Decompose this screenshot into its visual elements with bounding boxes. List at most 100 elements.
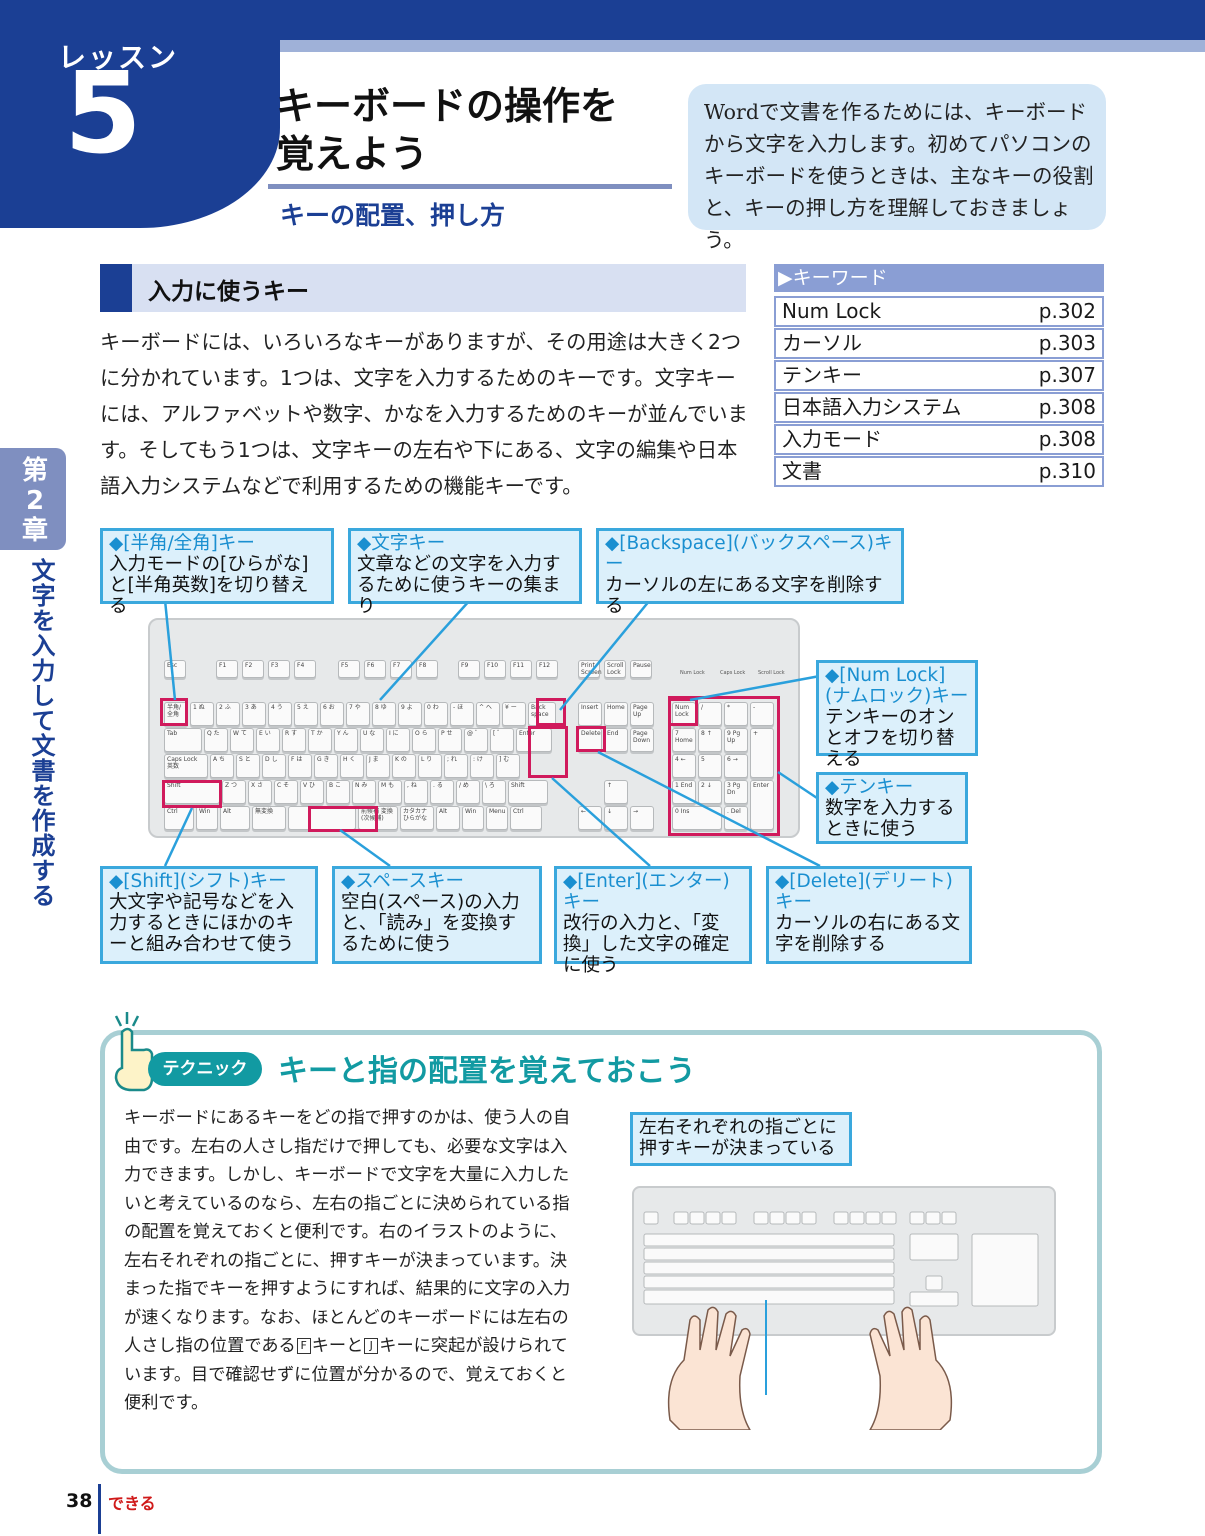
keyword-header-label: ▶キーワード <box>778 267 888 289</box>
key: Menu <box>486 806 508 830</box>
callout-enter-body: 改行の入力と、「変換」した文字の確定に使う <box>563 913 730 976</box>
highlight-backspace <box>536 698 566 726</box>
keyword-page: p.308 <box>1038 395 1096 419</box>
key: N み <box>352 780 376 804</box>
title-underline <box>268 184 672 189</box>
leader-tenkey <box>777 770 821 802</box>
technique-body-part1: キーボードにあるキーをどの指で押すのかは、使う人の自由です。左右の人さし指だけで… <box>124 1108 571 1356</box>
callout-numlock-head: ◆[Num Lock](ナムロック)キー <box>825 665 969 707</box>
callout-shift-body: 大文字や記号などを入力するときにほかのキーと組み合わせて使う <box>109 892 295 955</box>
key: F は <box>288 754 312 778</box>
key-f4: F4 <box>294 660 316 678</box>
section-heading-marker <box>100 264 132 312</box>
key: Enter <box>516 728 552 752</box>
key: Alt <box>436 806 460 830</box>
page-number: 38 <box>66 1490 93 1512</box>
key-f1: F1 <box>216 660 238 678</box>
key: Win <box>462 806 484 830</box>
key-f9: F9 <box>458 660 480 678</box>
key: Ctrl <box>164 806 194 830</box>
key: T か <box>308 728 332 752</box>
key: / <box>698 702 722 726</box>
key: 5 <box>698 754 722 778</box>
key: Shift <box>508 780 548 804</box>
key: 7 Home <box>672 728 696 752</box>
key: Alt <box>220 806 250 830</box>
callout-moji: ◆文字キー 文章などの文字を入力するために使うキーの集まり <box>348 528 582 617</box>
key: H く <box>340 754 364 778</box>
finger-illustration-label: 左右それぞれの指ごとに押すキーが決まっている <box>630 1112 852 1166</box>
highlight-shift <box>162 780 222 808</box>
leader-shift <box>163 807 194 867</box>
key: M も <box>378 780 402 804</box>
technique-badge: テクニック <box>148 1052 262 1086</box>
key: 6 お <box>320 702 344 726</box>
key: → <box>630 806 654 830</box>
key: Ctrl <box>510 806 542 830</box>
intro-box <box>688 84 1106 230</box>
key: Home <box>604 702 628 726</box>
key: 8 ↑ <box>698 728 722 752</box>
leader-space <box>339 828 391 868</box>
key: R す <box>282 728 306 752</box>
key: \ ろ <box>482 780 506 804</box>
key: 2 ふ <box>216 702 240 726</box>
section-heading: 入力に使うキー <box>148 279 309 305</box>
key: V ひ <box>300 780 324 804</box>
highlight-space <box>308 806 378 832</box>
highlight-numpad <box>668 696 780 836</box>
finger-illustration-label-text: 左右それぞれの指ごとに押すキーが決まっている <box>639 1117 837 1159</box>
key: 2 ↓ <box>698 780 722 804</box>
callout-hankaku: ◆[半角/全角]キー 入力モードの[ひらがな]と[半角英数]を切り替える <box>100 528 334 617</box>
key: ¥ ー <box>502 702 526 726</box>
key-f8: F8 <box>416 660 438 678</box>
key: Tab <box>164 728 202 752</box>
key: ← <box>578 806 602 830</box>
key-f5: F5 <box>338 660 360 678</box>
callout-tenkey-body: 数字を入力するときに使う <box>825 798 955 840</box>
key: Z つ <box>222 780 246 804</box>
keyword-term: 文書 <box>782 459 822 483</box>
chapter-title: 文字を入力して文書を作成する <box>27 558 55 908</box>
callout-numlock: ◆[Num Lock](ナムロック)キー テンキーのオンとオフを切り替える <box>816 660 978 770</box>
leader-delete <box>597 750 821 868</box>
key: 無変換 <box>252 806 286 830</box>
key: K の <box>392 754 416 778</box>
callout-delete-body: カーソルの右にある文字を削除する <box>775 913 961 955</box>
keyword-term: 入力モード <box>782 427 882 451</box>
callout-enter-head: ◆[Enter](エンター)キー <box>563 871 730 913</box>
key: [ ゜ <box>490 728 514 752</box>
key: 9 よ <box>398 702 422 726</box>
key: I に <box>386 728 410 752</box>
leader-hankaku <box>163 599 177 701</box>
callout-shift-head: ◆[Shift](シフト)キー <box>109 871 287 892</box>
key: . る <box>430 780 454 804</box>
key: G き <box>314 754 338 778</box>
key: E い <box>256 728 280 752</box>
leader-moji <box>379 599 471 701</box>
highlight-enter <box>528 726 568 778</box>
key: 9 Pg Up <box>724 728 748 752</box>
title-line-2: 覚えよう <box>276 132 429 176</box>
chapter-number: 第 2 章 <box>20 456 50 546</box>
keyword-term: Num Lock <box>782 299 882 323</box>
key: O ら <box>412 728 436 752</box>
chapter-char: 第 <box>21 456 48 486</box>
key: 6 → <box>724 754 748 778</box>
key: ↓ <box>604 806 628 830</box>
key: : け <box>470 754 494 778</box>
callout-hankaku-body: 入力モードの[ひらがな]と[半角英数]を切り替える <box>109 554 309 617</box>
highlight-delete <box>576 726 606 752</box>
technique-body-part3: キーに突起が設けられています。目で確認せずに位置が分かるので、覚えておくと便利で… <box>124 1336 568 1413</box>
key: 0 わ <box>424 702 448 726</box>
key: 5 え <box>294 702 318 726</box>
lesson-number: 5 <box>64 49 142 179</box>
key: Insert <box>578 702 602 726</box>
title-line-1: キーボードの操作を <box>276 84 619 128</box>
